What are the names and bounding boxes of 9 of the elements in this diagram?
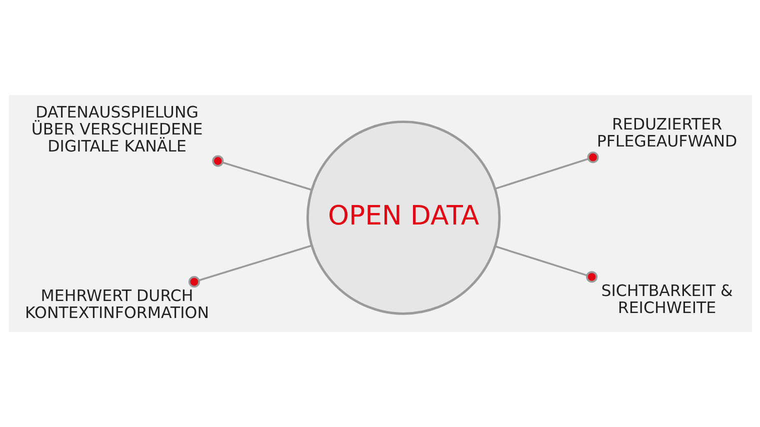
connector — [494, 152, 598, 190]
node-text: MEHRWERT DURCH KONTEXTINFORMATION — [24, 286, 209, 322]
node-text: SICHTBARKEIT & REICHWEITE — [600, 280, 732, 317]
node-circle: OPEN DATA — [306, 120, 500, 315]
connector — [188, 244, 312, 288]
node-text: REDUZIERTER PFLEGEAUFWAND — [596, 114, 737, 151]
node-text: DATENAUSSPIELUNG ÜBER VERSCHIEDENE DIGITALE KANÄLE — [30, 102, 202, 156]
connector — [494, 246, 598, 283]
connector — [212, 155, 312, 191]
